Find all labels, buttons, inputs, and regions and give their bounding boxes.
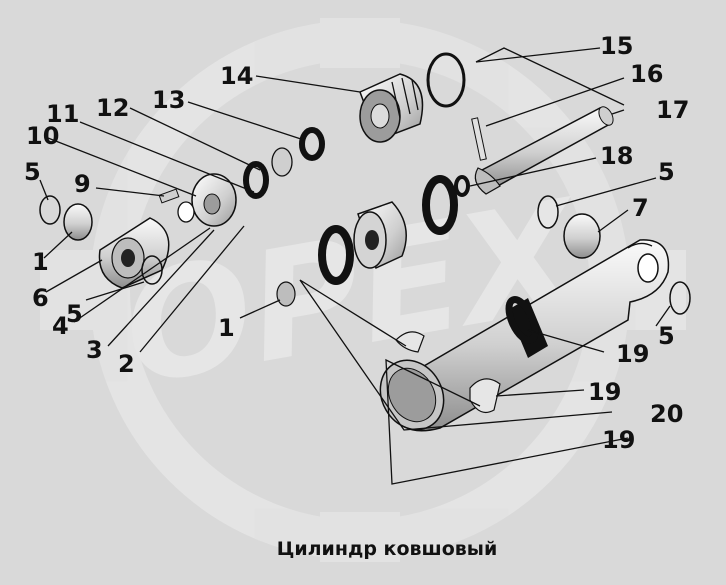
o-ring-14 (426, 52, 466, 108)
bushing-1 (63, 203, 93, 241)
circlip-5c (537, 195, 559, 229)
label-5-top-left: 5 (24, 158, 41, 186)
label-12: 13 (152, 86, 185, 114)
label-14: 15 (600, 32, 633, 60)
label-1-center: 1 (218, 314, 235, 342)
nut-1 (276, 281, 296, 307)
label-1-left: 1 (32, 248, 49, 276)
label-5-left: 5 (66, 300, 83, 328)
label-13: 14 (220, 62, 253, 90)
seal-ring-17 (454, 175, 470, 197)
circlip-5d (669, 281, 691, 315)
cylinder-barrel (379, 239, 670, 432)
label-17: 18 (600, 142, 633, 170)
circlip-5a (39, 195, 61, 225)
seal-ring-11 (243, 161, 269, 199)
seals (243, 52, 539, 344)
label-15: 16 (630, 60, 663, 88)
circlip-5b (141, 255, 163, 285)
piston-rod (471, 106, 614, 195)
washer-11 (271, 147, 293, 177)
diagram-title: Цилиндр ковшовый (277, 538, 498, 560)
label-10: 11 (46, 100, 79, 128)
label-19-lower: 19 (602, 426, 635, 454)
label-9: 10 (26, 122, 59, 150)
label-16: 17 (656, 96, 689, 124)
label-5-right: 5 (658, 322, 675, 350)
label-8: 9 (74, 170, 91, 198)
cylinder-head (98, 217, 170, 289)
washer-3 (177, 201, 195, 223)
gland (353, 201, 407, 270)
label-11: 12 (96, 94, 129, 122)
label-4: 4 (52, 312, 69, 340)
label-3: 3 (86, 336, 103, 364)
label-5-right-top: 5 (658, 158, 675, 186)
label-7: 7 (632, 194, 649, 222)
label-20: 20 (650, 400, 683, 428)
seal-ring-gland (318, 225, 354, 285)
seal-ring-12 (299, 127, 325, 161)
bushing-7 (563, 213, 601, 259)
bolt-8 (158, 188, 180, 204)
band-18 (505, 296, 539, 344)
label-19-upper: 19 (588, 378, 621, 406)
label-18: 19 (616, 340, 649, 368)
part-labels: 15 16 17 18 14 13 12 11 10 9 5 1 6 5 4 3… (24, 32, 689, 454)
label-6: 6 (32, 284, 49, 312)
seal-ring-large (422, 175, 458, 235)
leader-lines (39, 47, 671, 485)
piston (359, 73, 424, 143)
label-2: 2 (118, 350, 135, 378)
small-parts (39, 147, 691, 315)
